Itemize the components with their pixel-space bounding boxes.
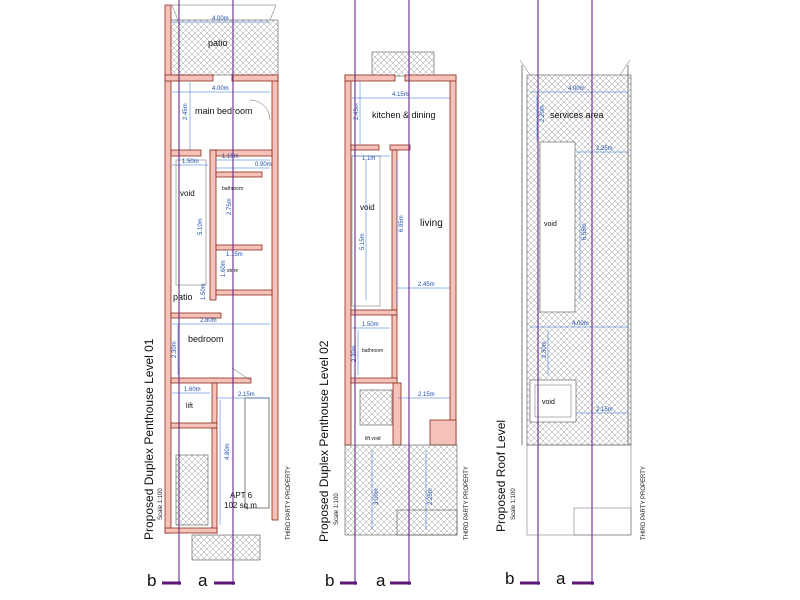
level01-dim-label: 2.75m bbox=[227, 198, 233, 215]
level01-section-b-label: b bbox=[147, 571, 156, 590]
level01-main-bedroom-label: main bedroom bbox=[195, 106, 253, 116]
level01-section-a-label: a bbox=[198, 571, 208, 590]
level02-dim-label: 1.50m bbox=[362, 322, 379, 328]
roof-plan: services area void void 4.00m 2.20m 2.25… bbox=[494, 59, 647, 540]
level01-third-party: THIRD PARTY PROPERTY bbox=[286, 466, 292, 540]
roof-dim-label: 6.55m bbox=[582, 223, 588, 240]
level01-dim-label: 1.50m bbox=[201, 283, 207, 300]
level01-apt-label: APT 6 bbox=[230, 491, 253, 500]
level01-void-label: void bbox=[180, 189, 195, 198]
level-01-plan: patio main bedroom void bathroom store p… bbox=[142, 4, 292, 561]
roof-void-main bbox=[539, 141, 576, 313]
level01-left-wall bbox=[164, 4, 172, 534]
roof-title: Proposed Roof Level bbox=[494, 420, 508, 532]
level01-dim-label: 4.80m bbox=[225, 443, 231, 460]
level02-balcony-area bbox=[371, 51, 435, 77]
level02-void-label: void bbox=[360, 203, 375, 212]
level02-dim-label: 3.00m bbox=[374, 488, 380, 505]
section-lines: b a b a b a bbox=[147, 0, 594, 590]
level01-dim-label: 1.60m bbox=[184, 387, 201, 393]
level01-title: Proposed Duplex Penthouse Level 01 bbox=[142, 338, 156, 540]
roof-dim-label: 2.30m bbox=[542, 341, 548, 358]
level01-patio-top-label: patio bbox=[208, 38, 228, 48]
level01-patio-mid-label: patio bbox=[173, 292, 193, 302]
level02-dim-label: 2.45m bbox=[354, 103, 360, 120]
level01-dim-label: 2.80m bbox=[200, 318, 217, 324]
level02-left-wall bbox=[344, 74, 352, 446]
level01-dim-label: 0.90m bbox=[255, 162, 272, 168]
level01-dim-label: 4.00m bbox=[212, 86, 229, 92]
level02-scale: Scale 1:100 bbox=[334, 493, 340, 525]
roof-dim-label: 2.15m bbox=[596, 407, 613, 413]
level-02-plan: kitchen & dining void living bathroom li… bbox=[317, 51, 470, 542]
roof-void-main-label: void bbox=[544, 221, 557, 228]
level02-bathroom-label: bathroom bbox=[362, 348, 383, 354]
roof-void-small-label: void bbox=[542, 399, 555, 406]
level01-bedroom-label: bedroom bbox=[188, 334, 224, 344]
level02-dim-label: 2.45m bbox=[418, 282, 435, 288]
level01-dim-label: 2.45m bbox=[183, 103, 189, 120]
level01-dim-label: 1.15m bbox=[222, 154, 239, 160]
level01-dim-label: 1.60m bbox=[221, 260, 227, 277]
roof-dim-label: 2.20m bbox=[540, 105, 546, 122]
level02-dim-label: 2.25m bbox=[428, 488, 434, 505]
level02-section-b-label: b bbox=[325, 571, 334, 590]
level01-dim-label: 4.00m bbox=[212, 16, 229, 22]
roof-services-label: services area bbox=[550, 110, 604, 120]
level02-kitchen-label: kitchen & dining bbox=[372, 110, 436, 120]
level01-wall bbox=[164, 74, 214, 82]
level02-dim-label: 6.95m bbox=[399, 215, 405, 232]
level01-wall bbox=[231, 74, 279, 82]
roof-dim-label: 4.00m bbox=[568, 86, 585, 92]
roof-scale: Scale 1:100 bbox=[511, 488, 517, 520]
level02-dim-label: 5.15m bbox=[360, 233, 366, 250]
level02-dim-label: 2.15m bbox=[418, 392, 435, 398]
level02-living-label: living bbox=[420, 218, 443, 229]
level02-right-wall bbox=[449, 74, 457, 446]
roof-section-b-label: b bbox=[505, 569, 514, 588]
level01-right-wall bbox=[271, 74, 279, 521]
level01-lift-label: lift bbox=[186, 403, 193, 410]
level01-dim-label: 5.10m bbox=[198, 218, 204, 235]
level01-dim-label: 2.30m bbox=[172, 341, 178, 358]
level01-scale: Scale 1:100 bbox=[158, 488, 164, 520]
level02-title: Proposed Duplex Penthouse Level 02 bbox=[317, 340, 331, 542]
roof-dim-label: 2.25m bbox=[596, 146, 613, 152]
level02-dim-label: 4.15m bbox=[392, 92, 409, 98]
level02-dim-label: 1.1m bbox=[362, 156, 375, 162]
roof-section-a-label: a bbox=[556, 569, 566, 588]
level01-dim-label: 1.15m bbox=[226, 252, 243, 258]
level01-dim-label: 2.15m bbox=[238, 392, 255, 398]
roof-third-party: THIRD PARTY PROPERTY bbox=[641, 466, 647, 540]
level02-third-party: THIRD PARTY PROPERTY bbox=[464, 466, 470, 540]
level02-lift-void-label: lift void bbox=[365, 436, 381, 442]
level01-dim-label: 1.50m bbox=[182, 159, 199, 165]
level02-section-a-label: a bbox=[376, 571, 386, 590]
level01-patio-top-area bbox=[169, 19, 279, 76]
roof-dim-label: 4.00m bbox=[572, 321, 589, 327]
level01-area-label: 102 sq m bbox=[224, 501, 257, 510]
